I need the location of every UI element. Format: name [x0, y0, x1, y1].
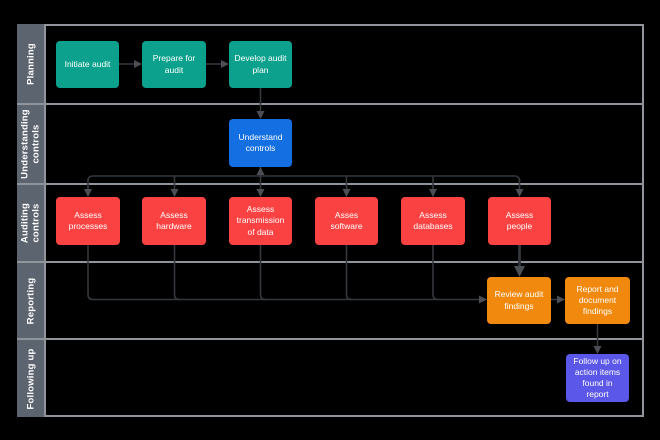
- connector-processes-to-collector: [87, 245, 94, 301]
- lane-label-planning: Planning: [17, 24, 46, 103]
- node-assess-people[interactable]: Assess people: [488, 197, 551, 245]
- node-review-audit-findings[interactable]: Review audit findings: [487, 277, 551, 324]
- lane-following-up: Following up: [17, 338, 644, 417]
- node-understand-controls[interactable]: Understand controls: [229, 119, 292, 167]
- connector-distribution-rail: [87, 175, 521, 182]
- node-follow-up-action-items[interactable]: Follow up on action items found in repor…: [566, 354, 629, 402]
- lane-label-auditing-controls: Auditing controls: [17, 185, 46, 261]
- lane-label-understanding-controls: Understanding controls: [17, 105, 46, 183]
- node-develop-audit-plan[interactable]: Develop audit plan: [229, 41, 292, 88]
- lane-reporting: Reporting: [17, 261, 644, 338]
- node-initiate-audit[interactable]: Initiate audit: [56, 41, 119, 88]
- connector-databases-to-collector: [432, 245, 439, 301]
- connector-hardware-to-collector: [173, 245, 180, 301]
- connector-transmission-to-collector: [259, 245, 266, 301]
- node-assess-databases[interactable]: Assess databases: [401, 197, 465, 245]
- node-assess-transmission[interactable]: Assess transmission of data: [229, 197, 292, 245]
- node-report-document-findings[interactable]: Report and document findings: [565, 277, 630, 324]
- node-assess-hardware[interactable]: Assess hardware: [142, 197, 206, 245]
- lane-label-reporting: Reporting: [17, 263, 46, 338]
- lane-understanding-controls: Understanding controls: [17, 103, 644, 183]
- node-assess-processes[interactable]: Assess processes: [56, 197, 120, 245]
- node-asses-software[interactable]: Asses software: [315, 197, 378, 245]
- lane-auditing-controls: Auditing controls: [17, 183, 644, 261]
- lane-label-following-up: Following up: [17, 340, 46, 417]
- connector-software-to-collector: [345, 245, 352, 301]
- lane-planning: Planning: [17, 24, 644, 103]
- node-prepare-for-audit[interactable]: Prepare for audit: [142, 41, 206, 88]
